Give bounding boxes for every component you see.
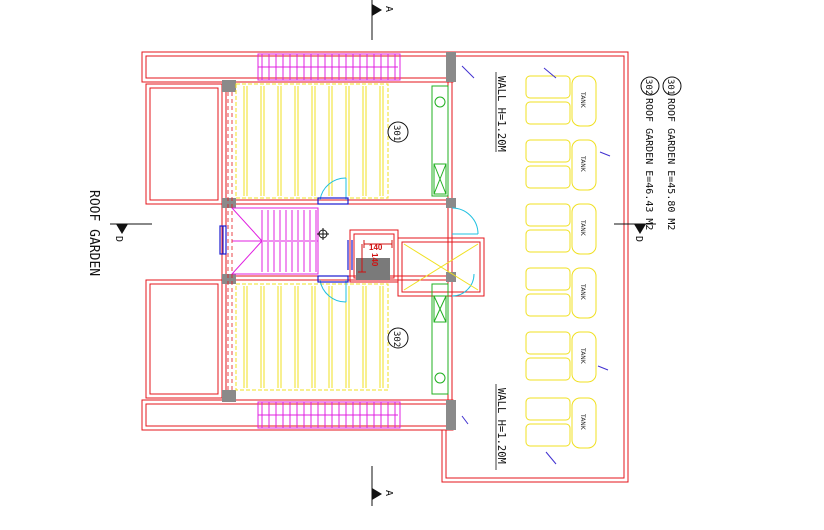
columns	[222, 52, 456, 430]
blue-elements	[219, 197, 353, 283]
stair-central	[230, 207, 319, 275]
legend-item-301: 301 ROOF GARDEN E=45.80 M2	[662, 76, 682, 230]
section-marker-right: D	[614, 223, 656, 242]
tank-label: TANK	[579, 219, 586, 237]
stair-bottom	[257, 401, 401, 429]
room-tag-301: 301	[387, 121, 409, 143]
wall-height-top: WALL H=1.20M	[495, 76, 507, 152]
drain-icon	[317, 228, 329, 240]
legend-id-301: 301	[665, 79, 675, 95]
section-marker-left-label: D	[113, 236, 124, 242]
roof-garden-label: ROOF GARDEN	[86, 190, 101, 276]
legend-item-302: 302 ROOF GARDEN E=46.43 M2	[640, 76, 660, 230]
deck-hatch-upper	[235, 83, 389, 199]
tank-label: TANK	[579, 413, 586, 431]
tank-unit: TANK	[525, 331, 597, 383]
tank-label: TANK	[579, 347, 586, 365]
legend-text-302: ROOF GARDEN E=46.43 M2	[643, 98, 654, 230]
dimension-vertical: 140	[370, 253, 379, 267]
section-marker-left: D	[110, 223, 152, 242]
section-marker-top: A	[371, 0, 394, 40]
section-marker-bottom: A	[371, 466, 394, 506]
stair-top	[257, 53, 401, 81]
section-marker-top-label: A	[383, 6, 394, 12]
section-marker-bottom-label: A	[383, 490, 394, 496]
lift-shaft	[403, 243, 479, 291]
tank-unit: TANK	[525, 397, 597, 449]
legend-id-302: 302	[643, 79, 653, 95]
tank-unit: TANK	[525, 139, 597, 191]
room-number-301: 301	[391, 125, 401, 141]
planters	[431, 85, 449, 395]
deck-hatch-lower	[235, 283, 389, 391]
wall-height-bottom: WALL H=1.20M	[495, 388, 507, 464]
dimension-horizontal: 140	[369, 243, 383, 252]
tank-unit: TANK	[525, 203, 597, 255]
dashed-lines	[227, 92, 233, 392]
dimension-lines	[358, 240, 393, 273]
room-number-302: 302	[391, 331, 401, 347]
slope-arrows	[461, 65, 611, 465]
room-tag-302: 302	[387, 327, 409, 349]
tank-label: TANK	[579, 155, 586, 173]
water-tanks: TANK TANK TANK TANK TANK TANK	[525, 75, 597, 449]
tank-unit: TANK	[525, 75, 597, 127]
tank-unit: TANK	[525, 267, 597, 319]
tank-label: TANK	[579, 91, 586, 109]
tank-label: TANK	[579, 283, 586, 301]
legend-text-301: ROOF GARDEN E=45.80 M2	[665, 98, 676, 230]
section-marker-right-label: D	[633, 236, 644, 242]
doors	[319, 177, 479, 303]
